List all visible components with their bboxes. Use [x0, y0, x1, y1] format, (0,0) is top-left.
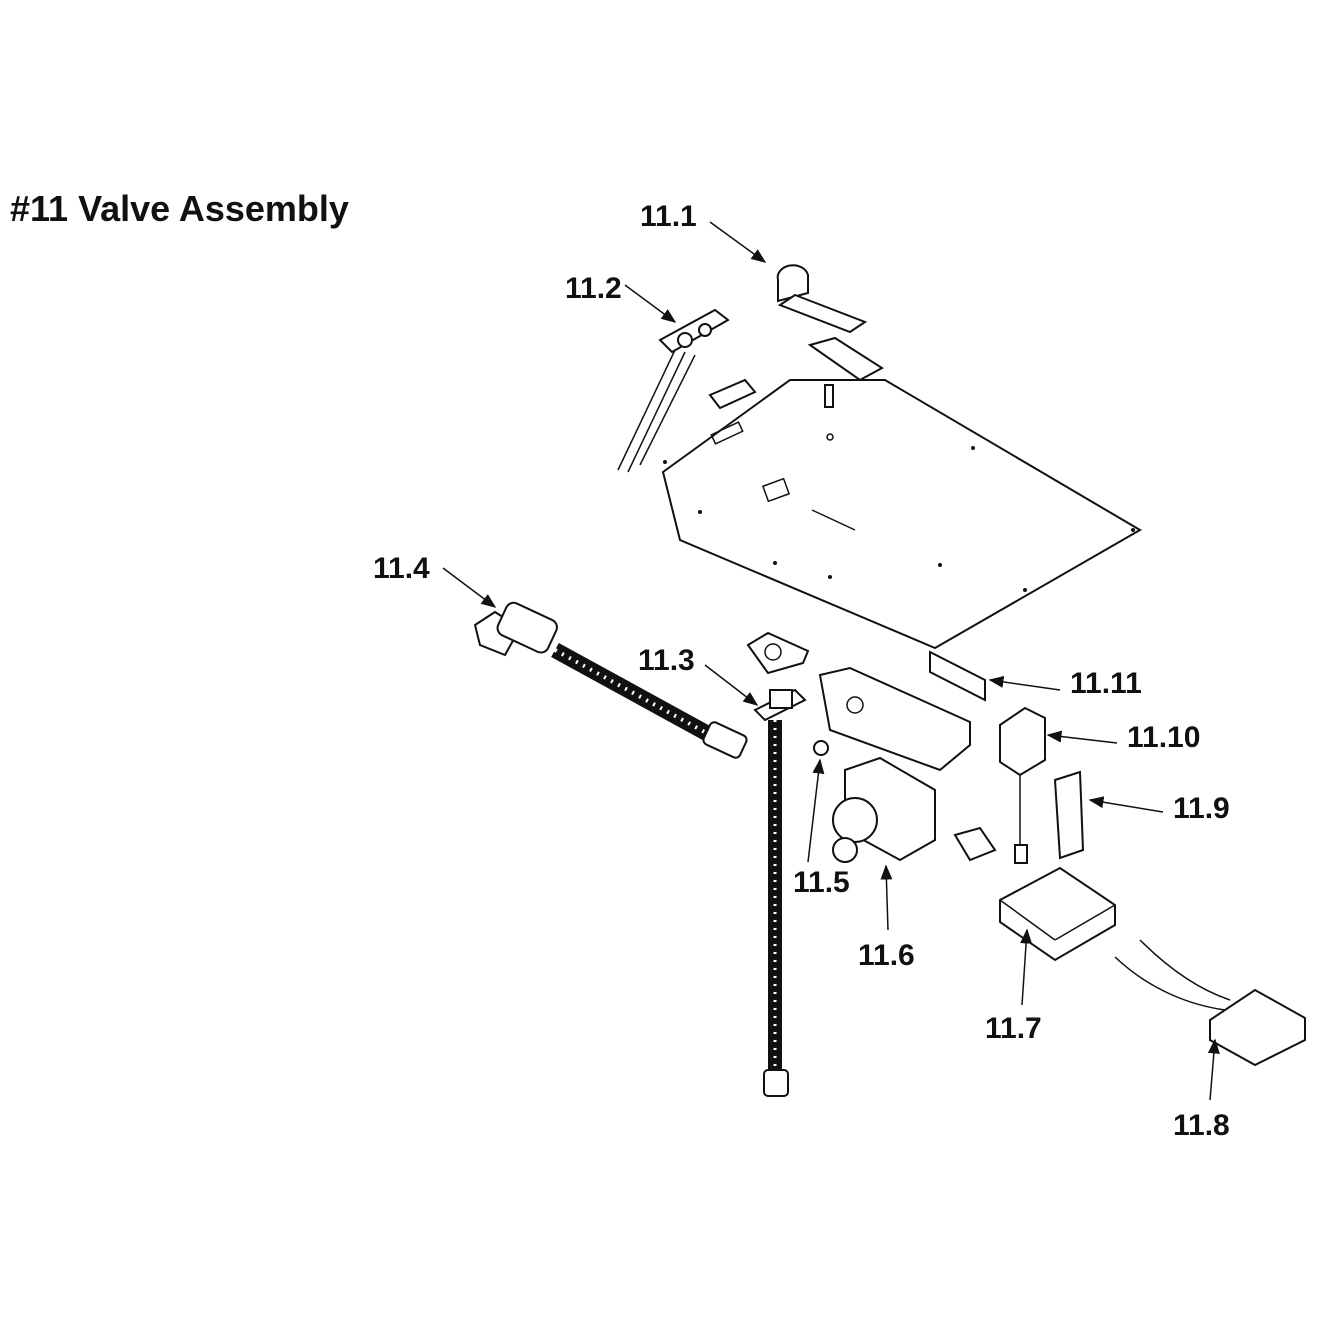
leader-11-1 [709, 221, 767, 263]
part-11-6-gas-valve [832, 756, 997, 863]
part-11-8-battery-box [1114, 939, 1306, 1067]
part-11-9-wire-harness [1053, 770, 1085, 860]
callout-11-8: 11.8 [1173, 1109, 1230, 1142]
callout-11-2: 11.2 [565, 272, 622, 305]
leader-11-2 [624, 284, 677, 323]
leader-11-8 [1207, 1038, 1220, 1101]
callout-11-6: 11.6 [858, 939, 915, 972]
callout-11-1: 11.1 [640, 200, 697, 233]
callout-11-11: 11.11 [1070, 667, 1142, 700]
leader-11-5 [807, 758, 825, 863]
leader-11-9 [1088, 796, 1164, 813]
callout-11-7: 11.7 [985, 1012, 1042, 1045]
callout-11-4: 11.4 [373, 552, 430, 585]
diagram-title: #11 Valve Assembly [10, 188, 349, 229]
leader-11-6 [880, 864, 893, 931]
callout-11-9: 11.9 [1173, 792, 1230, 825]
part-11-7-control-module [999, 866, 1116, 962]
callout-11-3: 11.3 [638, 644, 695, 677]
leader-11-4 [442, 567, 497, 608]
leader-11-11 [988, 675, 1061, 691]
leader-11-7 [1020, 928, 1033, 1006]
part-11-1-bracket [708, 264, 884, 410]
part-11-11-valve-bracket [818, 650, 986, 772]
callout-11-10: 11.10 [1127, 721, 1201, 754]
part-11-10-transformer [999, 706, 1046, 864]
part-11-2-pilot-assembly [617, 308, 730, 473]
leader-11-3 [704, 664, 759, 706]
part-11-4-gas-hose [473, 601, 748, 759]
part-11-3-flex-line [746, 631, 810, 1097]
part-11-5-fitting [813, 740, 829, 756]
base-plate [661, 379, 1142, 650]
callout-11-5: 11.5 [793, 866, 850, 899]
leader-11-10 [1046, 730, 1118, 744]
